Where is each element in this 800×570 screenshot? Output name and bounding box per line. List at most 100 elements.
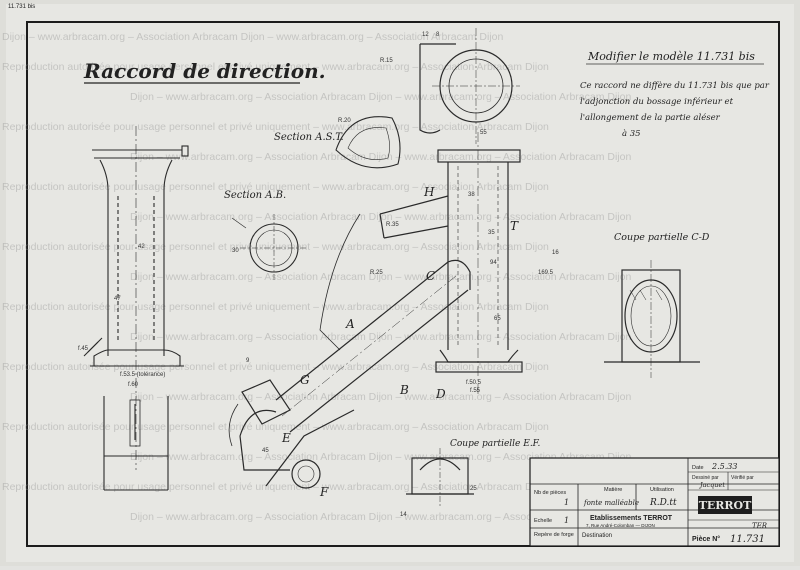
svg-text:à 35: à 35 xyxy=(622,128,641,139)
tb-nb-pieces-label: Nb de pièces xyxy=(534,490,566,496)
svg-text:B: B xyxy=(399,383,409,397)
svg-text:E: E xyxy=(281,431,291,445)
svg-text:Dijon – www.arbracam.org – Ass: Dijon – www.arbracam.org – Association A… xyxy=(130,511,631,523)
svg-text:Reproduction autorisée pour us: Reproduction autorisée pour usage person… xyxy=(2,241,549,253)
label-coupe-ef: Coupe partielle E.F. xyxy=(450,439,541,449)
svg-text:T: T xyxy=(510,219,519,233)
label-section-ast: Section A.S.T. xyxy=(274,132,344,143)
drawing-frame xyxy=(26,21,780,547)
lower-fork xyxy=(228,379,355,489)
svg-text:55: 55 xyxy=(480,130,487,136)
svg-text:25: 25 xyxy=(470,486,477,492)
svg-text:l'adjonction du bossage inféri: l'adjonction du bossage inférieur et xyxy=(580,96,734,107)
svg-text:169.5: 169.5 xyxy=(538,270,554,276)
svg-text:Reproduction autorisée pour us: Reproduction autorisée pour usage person… xyxy=(2,61,549,73)
svg-text:H: H xyxy=(423,185,435,199)
svg-text:14: 14 xyxy=(400,512,407,518)
dim-30: 30 xyxy=(232,248,239,254)
coupe-cd-view xyxy=(604,260,700,378)
svg-text:G: G xyxy=(300,373,310,387)
tb-verifie-label: Vérifié par xyxy=(731,475,754,481)
svg-text:Dijon – www.arbracam.org – Ass: Dijon – www.arbracam.org – Association A… xyxy=(2,31,503,43)
title-block: Date 2.5.33 Dessiné par Jacquet Vérifié … xyxy=(529,457,780,547)
svg-text:A: A xyxy=(345,317,355,331)
label-section-ab: Section A.B. xyxy=(224,190,286,201)
svg-text:R.25: R.25 xyxy=(370,270,383,276)
svg-text:Dijon – www.arbracam.org – Ass: Dijon – www.arbracam.org – Association A… xyxy=(130,451,631,463)
dim-f53: f.53.5 (tolérance) xyxy=(120,372,165,378)
section-ast-view xyxy=(335,116,401,169)
tb-date-label: Date xyxy=(692,465,704,471)
coupe-ef-view xyxy=(406,448,474,506)
tb-address: 7, Rue André-Colomban — DIJON xyxy=(586,523,655,528)
svg-text:45: 45 xyxy=(262,448,269,454)
svg-text:Reproduction autorisée pour us: Reproduction autorisée pour usage person… xyxy=(2,481,549,493)
tb-nb-pieces: 1 xyxy=(564,498,569,507)
svg-text:Dijon – www.arbracam.org – Ass: Dijon – www.arbracam.org – Association A… xyxy=(130,91,631,103)
svg-text:Reproduction autorisée pour us: Reproduction autorisée pour usage person… xyxy=(2,361,549,373)
tb-repere-label: Repère de forge xyxy=(534,532,574,538)
svg-text:65: 65 xyxy=(494,316,501,322)
svg-text:Reproduction autorisée pour us: Reproduction autorisée pour usage person… xyxy=(2,421,549,433)
tb-piece-number: 11.731 xyxy=(730,534,765,545)
svg-text:C: C xyxy=(426,269,435,283)
svg-text:12: 12 xyxy=(422,32,429,38)
tb-echelle-label: Echelle xyxy=(534,518,552,524)
svg-text:Ce raccord ne diffère du 11.73: Ce raccord ne diffère du 11.731 bis que … xyxy=(580,80,770,91)
svg-text:Reproduction autorisée pour us: Reproduction autorisée pour usage person… xyxy=(2,181,549,193)
main-tube xyxy=(435,132,523,394)
svg-text:l'allongement de la partie alé: l'allongement de la partie aléser xyxy=(580,112,721,123)
svg-text:F: F xyxy=(319,485,329,499)
tb-utilisation: R.D.tt xyxy=(649,498,677,508)
dim-f45: f.45 xyxy=(78,346,89,352)
upper-boss xyxy=(419,28,520,144)
svg-text:38: 38 xyxy=(468,192,475,198)
svg-text:f.50.5: f.50.5 xyxy=(466,380,482,386)
dimension-annotations: 38 35 R.25 R.35 R.20 R.15 94 65 55 169.5… xyxy=(246,32,559,518)
svg-text:Dijon – www.arbracam.org – Ass: Dijon – www.arbracam.org – Association A… xyxy=(130,271,631,283)
svg-text:Dijon – www.arbracam.org – Ass: Dijon – www.arbracam.org – Association A… xyxy=(130,391,631,403)
tb-dessine-label: Dessiné par xyxy=(692,475,719,481)
label-coupe-cd: Coupe partielle C-D xyxy=(614,232,710,243)
drawing-title: Raccord de direction. xyxy=(83,59,326,83)
svg-text:Dijon – www.arbracam.org – Ass: Dijon – www.arbracam.org – Association A… xyxy=(130,331,631,343)
svg-text:16: 16 xyxy=(552,250,559,256)
svg-text:D: D xyxy=(435,387,446,401)
svg-text:R.20: R.20 xyxy=(338,118,351,124)
tb-matiere: fonte malléable xyxy=(583,499,639,507)
tb-date: 2.5.33 xyxy=(711,462,737,471)
tb-company: Etablissements TERROT xyxy=(590,515,673,522)
svg-text:94: 94 xyxy=(490,260,497,266)
svg-text:TERROT: TERROT xyxy=(699,499,752,512)
dim-47: 47 xyxy=(114,296,121,302)
svg-text:R.15: R.15 xyxy=(380,58,393,64)
svg-text:Modifier le modèle 11.731 bis: Modifier le modèle 11.731 bis xyxy=(587,50,755,63)
dim-f60: f.60 xyxy=(128,382,139,388)
tb-dessine: Jacquet xyxy=(698,481,725,489)
tb-piece-label: Pièce N° xyxy=(692,535,720,543)
svg-text:f.55: f.55 xyxy=(470,388,481,394)
tb-matiere-label: Matière xyxy=(604,487,622,493)
svg-text:8: 8 xyxy=(436,32,440,38)
tb-destination-label: Destination xyxy=(582,533,612,539)
svg-text:Reproduction autorisée pour us: Reproduction autorisée pour usage person… xyxy=(2,121,549,133)
svg-text:R.35: R.35 xyxy=(386,222,399,228)
dim-42: 42 xyxy=(138,244,145,250)
corner-note: 11.731 bis xyxy=(8,4,35,10)
tb-ter: TER xyxy=(752,522,768,530)
svg-text:35: 35 xyxy=(488,230,495,236)
watermark: Dijon – www.arbracam.org – Association A… xyxy=(2,31,631,523)
modification-note: Modifier le modèle 11.731 bis Ce raccord… xyxy=(580,50,770,139)
svg-text:Reproduction autorisée pour us: Reproduction autorisée pour usage person… xyxy=(2,301,549,313)
letter-callouts: A B C D E F G H T xyxy=(281,185,519,499)
tb-echelle: 1 xyxy=(564,516,569,525)
svg-text:9: 9 xyxy=(246,358,250,364)
tb-utilisation-label: Utilisation xyxy=(650,487,674,493)
svg-text:Dijon – www.arbracam.org – Ass: Dijon – www.arbracam.org – Association A… xyxy=(130,151,631,163)
side-view xyxy=(83,126,189,491)
diagonal-arm xyxy=(275,213,471,433)
side-branch xyxy=(379,195,449,239)
section-ab-view xyxy=(231,214,308,282)
